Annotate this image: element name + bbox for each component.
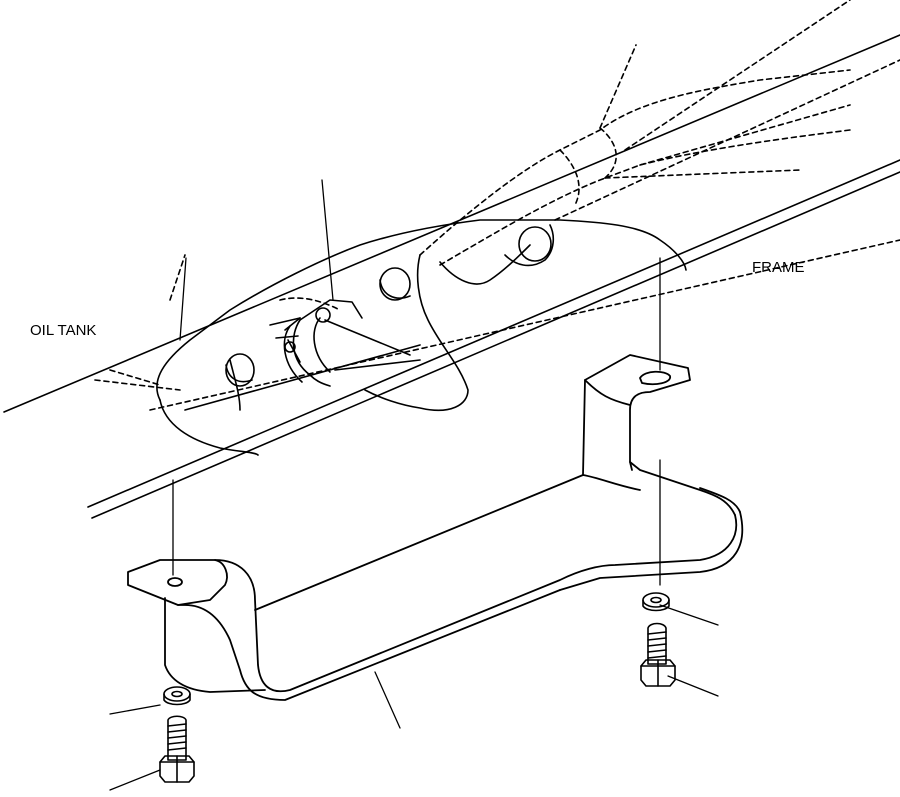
- frame-label: FRAME: [752, 259, 805, 276]
- bolt-left[interactable]: [159, 715, 195, 783]
- oil-tank-label: OIL TANK: [30, 322, 97, 339]
- hidden-hose-outline: [94, 0, 900, 411]
- washer-right[interactable]: [642, 592, 670, 612]
- bolt-right[interactable]: [640, 622, 676, 687]
- leader-lines: [109, 179, 719, 791]
- frame-rail: [3, 34, 900, 519]
- tank-bosses: [225, 226, 552, 387]
- oil-tank-plate: [156, 219, 687, 456]
- washer-left[interactable]: [163, 686, 191, 706]
- hose-and-clamp: [269, 299, 421, 387]
- support-bracket[interactable]: [127, 354, 744, 701]
